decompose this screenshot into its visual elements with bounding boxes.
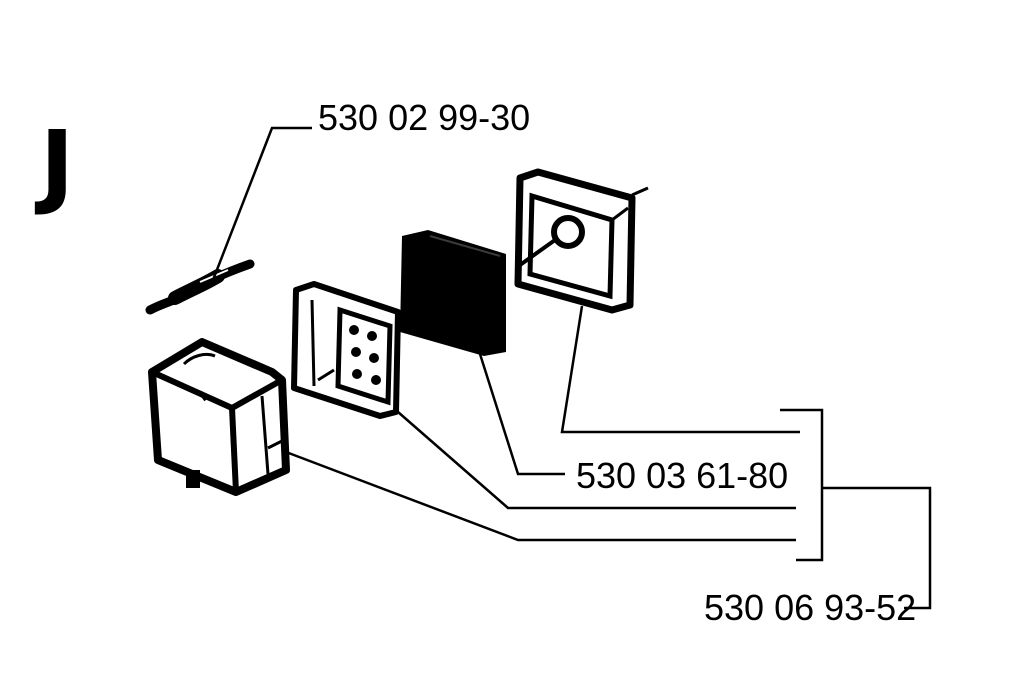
clip-part: [145, 259, 255, 315]
filter-mesh-part: [400, 230, 506, 356]
part-number-label-2: 530 03 61-80: [576, 455, 788, 496]
leader-lines: [211, 126, 932, 610]
leader-line-clip: [211, 126, 312, 281]
leader-line-cover: [560, 305, 800, 434]
leader-line-group: [822, 486, 932, 610]
leader-line-airbox: [285, 450, 796, 542]
filter-holder-part: [291, 281, 401, 419]
leader-line-holder: [397, 411, 796, 510]
part-number-label-3: 530 06 93-52: [704, 587, 916, 628]
filter-cover-part: [514, 168, 649, 314]
part-number-label-1: 530 02 99-30: [318, 97, 530, 138]
section-letter: J: [34, 111, 74, 218]
leader-line-mesh: [478, 353, 565, 476]
group-bracket: [780, 408, 824, 562]
air-box-part: [148, 338, 290, 496]
